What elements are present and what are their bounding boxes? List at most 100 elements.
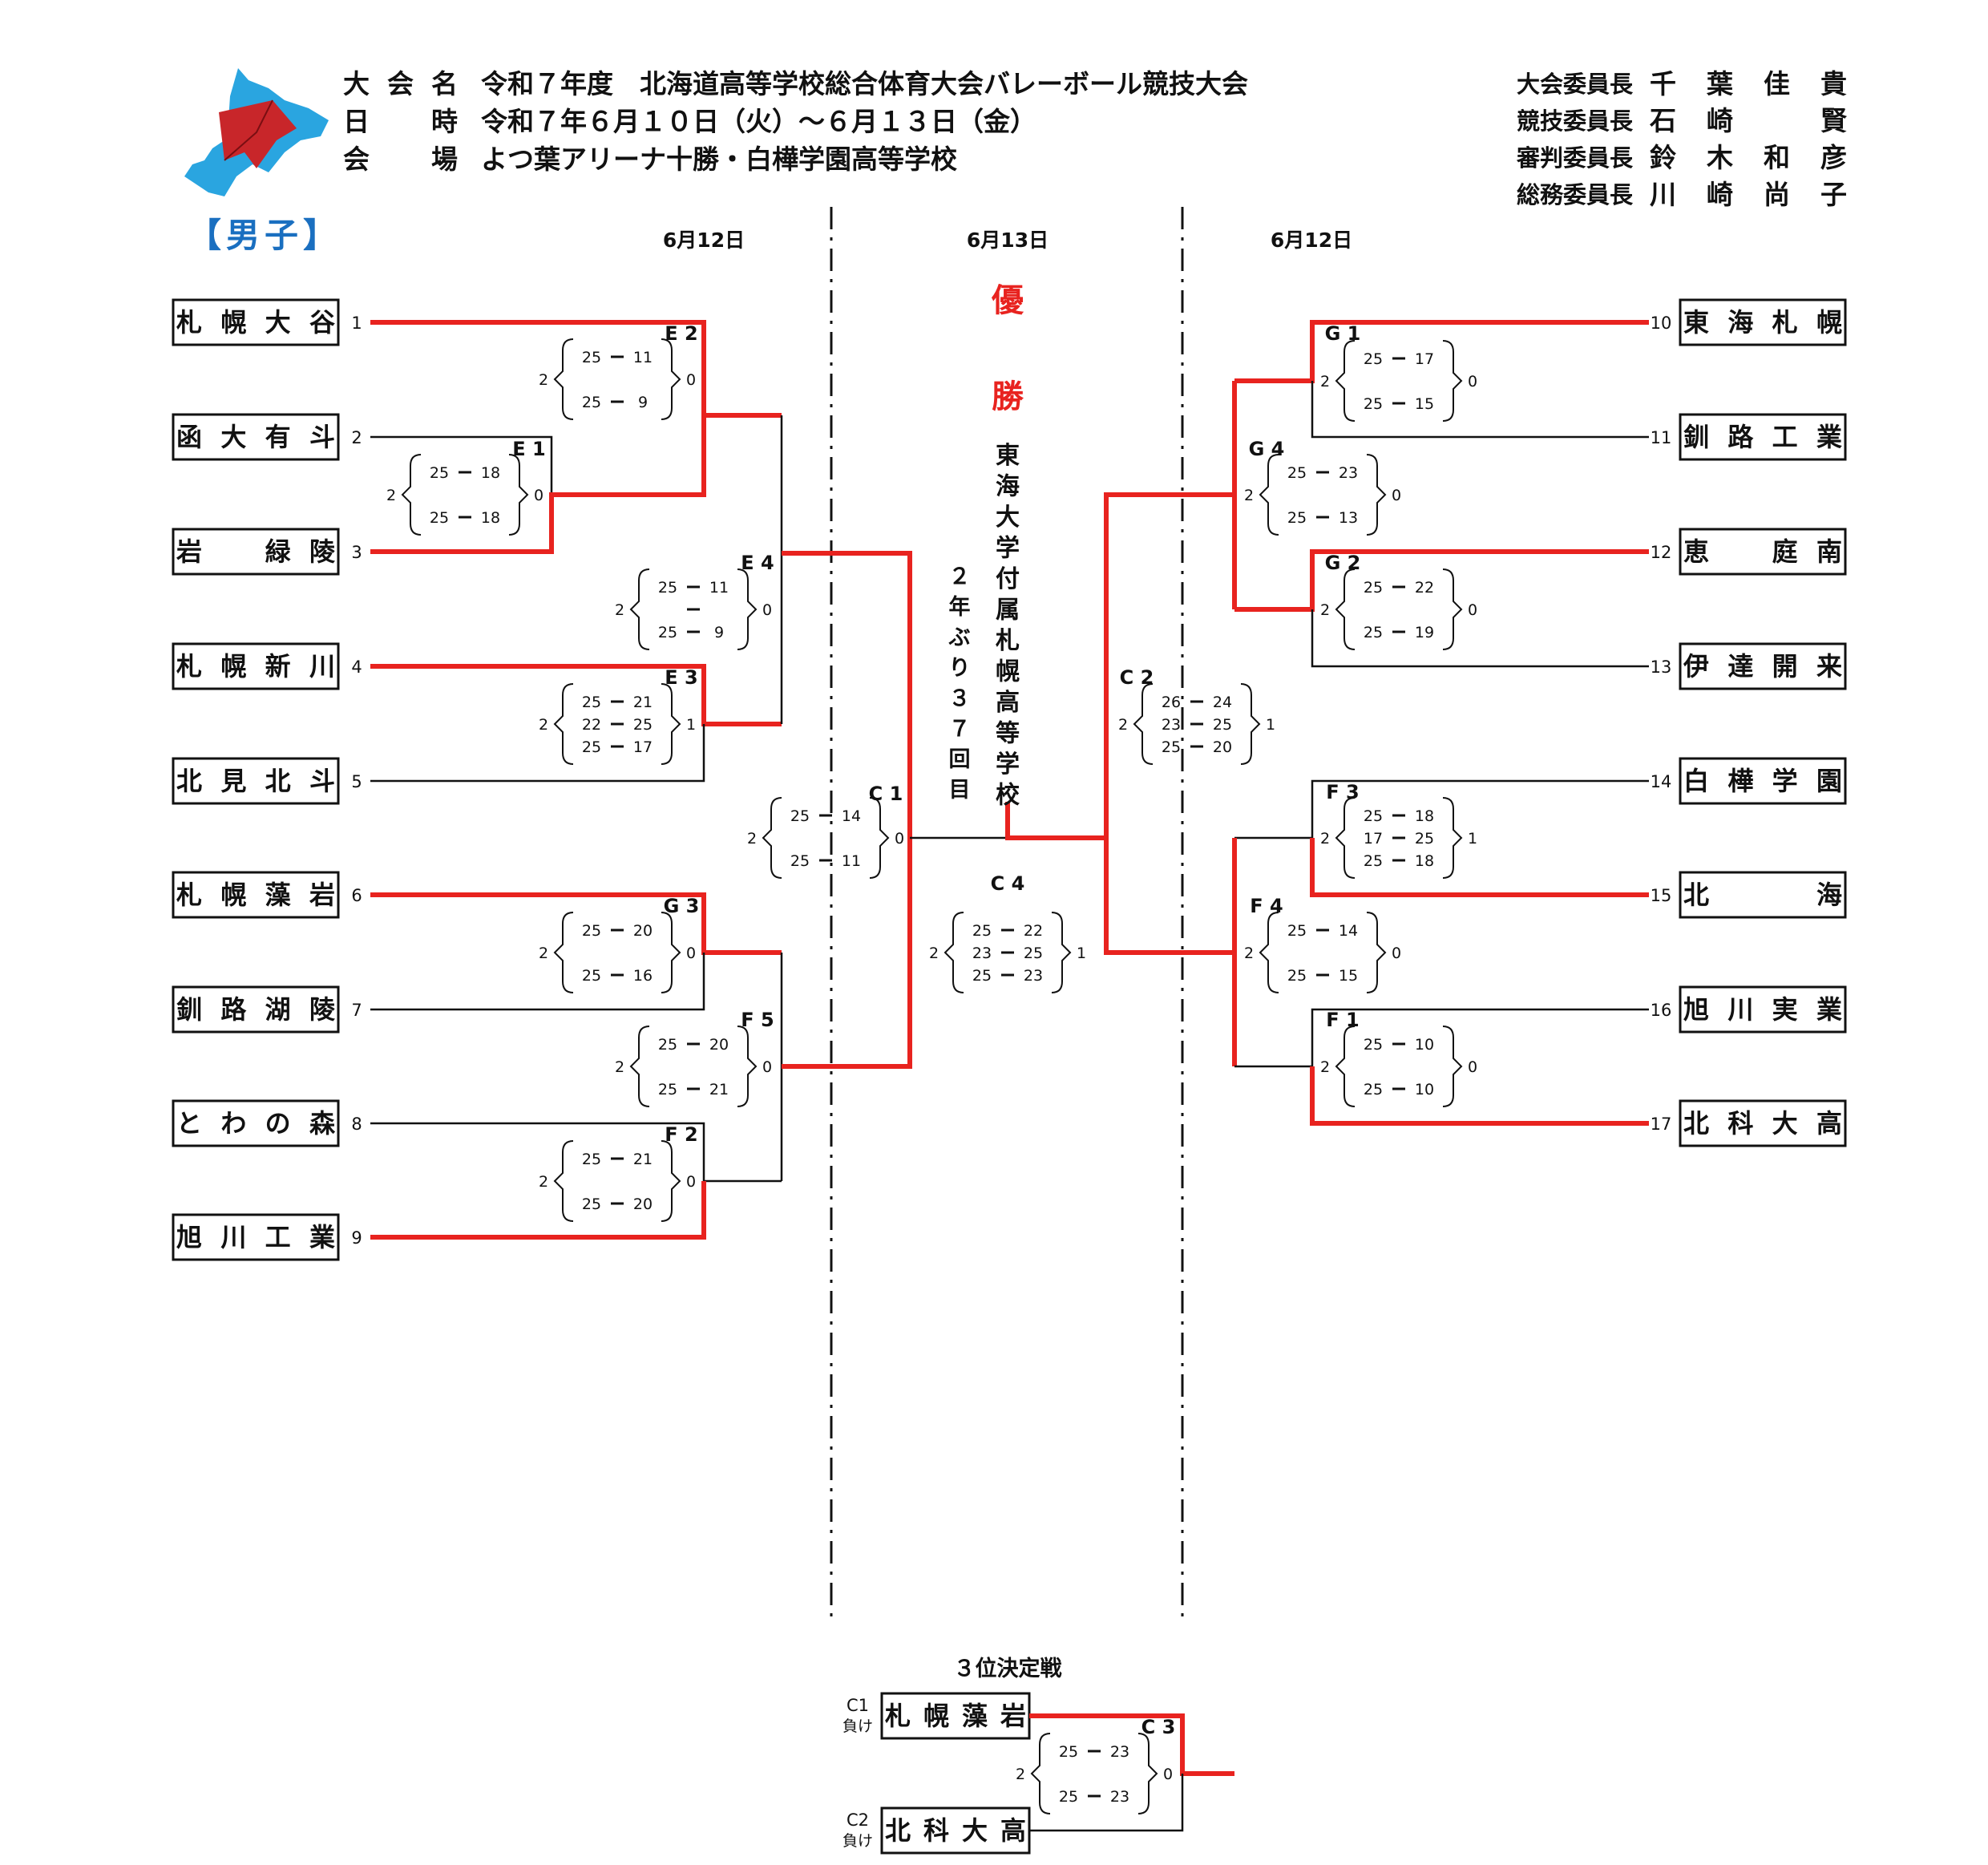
team-left-char: 緑 [265,536,292,567]
team-left-char: 札 [176,651,202,682]
score-sets-won: 2 [1118,716,1128,734]
set-score: 14 [842,807,861,825]
score-brace [869,797,890,879]
match-label: E 4 [741,552,774,574]
set-score: 17 [1415,350,1434,368]
team-left-char: 北 [265,766,291,796]
team-left-char: 森 [309,1108,336,1139]
champion-school-char: 大 [996,504,1020,532]
team-right-char: 工 [1772,422,1798,452]
bracket-line [370,892,782,955]
set-score: 21 [709,1081,729,1098]
match-label: G 4 [1249,438,1285,460]
team-left-char: 大 [220,422,246,452]
champion-school-char: 東 [996,442,1020,470]
bracket-line [370,435,553,495]
match-label: F 5 [741,1009,774,1031]
score-brace [1366,912,1387,993]
champion-school-char: 学 [996,750,1020,779]
score-sets-won: 0 [1468,373,1477,390]
set-score: 15 [1415,395,1434,413]
champion-note-char: 年 [949,594,971,620]
score-brace [1030,1733,1051,1814]
team-right-char: 学 [1772,766,1798,796]
team-right-char: 実 [1772,994,1798,1025]
set-score: 25 [1287,967,1307,985]
match-label: F 4 [1250,895,1283,917]
set-score: 18 [1415,807,1434,825]
match-label: C 3 [1141,1716,1176,1738]
set-score: 25 [582,738,601,756]
set-score: 11 [633,349,653,366]
set-score: 25 [1364,807,1383,825]
team-left-char: 北 [176,766,202,796]
set-score: 25 [1364,1036,1383,1054]
score-sets-won: 2 [1244,945,1254,962]
score-brace [1240,683,1261,765]
team-left-box [172,1099,340,1147]
seed-number: 11 [1651,428,1672,447]
score-sets-won: 0 [762,1058,772,1076]
team-left-char: 路 [220,994,247,1025]
team-right-char: 海 [1816,880,1842,910]
bracket-line [1310,1066,1649,1126]
set-score: 25 [1024,945,1043,962]
set-score: 21 [633,694,653,711]
seed-number: 3 [351,543,362,562]
set-score: 11 [709,579,729,597]
champion-note-char: ３ [949,686,971,711]
seed-number: 9 [351,1228,362,1248]
team-left-char: 釧 [176,994,202,1025]
champion-school-char: 海 [996,473,1020,501]
set-score: 23 [1024,967,1043,985]
set-score: 21 [633,1151,653,1168]
team-right-char: 幌 [1816,307,1842,338]
team-right-char: 大 [1772,1108,1798,1139]
score-brace [1335,797,1356,879]
match-label: F 1 [1326,1009,1359,1031]
score-brace [553,1140,574,1222]
champion-note-char: り [949,656,971,681]
bracket-line [370,1181,706,1240]
set-score: 25 [582,1151,601,1168]
bracket-line [1104,838,1234,955]
team-right-char: 東 [1683,307,1709,338]
team-left-char: 川 [220,1222,246,1252]
score-sets-won: 2 [1244,487,1254,504]
champion-note-char: ７ [949,717,971,742]
team-right-char: 札 [1772,307,1798,338]
score-brace [1137,1733,1158,1814]
score-sets-won: 2 [539,371,548,389]
set-score: 22 [1024,922,1043,940]
seed-number: 2 [351,428,362,447]
bracket-line [370,320,782,418]
set-score: 22 [582,716,601,734]
team-right-box [1679,413,1847,461]
champion-title-char: 勝 [992,378,1024,415]
score-brace [1133,683,1154,765]
team-right-box [1679,528,1847,576]
set-score: 25 [1287,509,1307,527]
score-sets-won: 2 [615,1058,624,1076]
team-left-char: 大 [265,307,291,338]
team-left-box [172,757,340,805]
seed-number: 15 [1651,886,1672,905]
score-sets-won: 0 [534,487,543,504]
seed-number: 13 [1651,657,1672,677]
date-label-right: 6月12日 [1270,229,1353,252]
third-place-team-char: 藻 [962,1701,988,1731]
bracket-line [782,838,912,1069]
set-score: 17 [1364,830,1383,848]
set-score: 25 [1059,1788,1078,1806]
team-right-char: 達 [1727,651,1753,682]
header-value-date: 令和７年６月１０日（火）～６月１３日（金） [481,106,1036,137]
set-score: 25 [1364,579,1383,597]
set-score: 22 [1415,579,1434,597]
set-score: 25 [1364,1081,1383,1098]
bracket-line [1311,381,1649,439]
set-score: 14 [1339,922,1358,940]
bracket-line [370,953,705,1011]
set-score: 20 [633,1195,653,1213]
official-name: 石崎 賢 [1650,105,1877,136]
score-sets-won: 2 [747,830,757,848]
